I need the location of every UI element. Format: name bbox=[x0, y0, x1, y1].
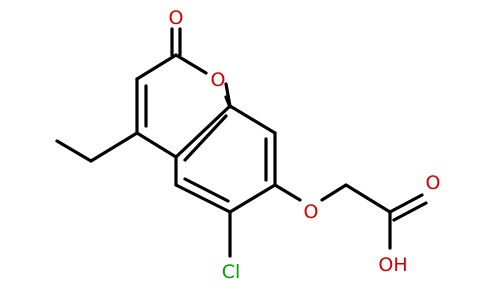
atom-carbonyl-oxygen: O bbox=[169, 7, 184, 29]
bond-c8a-c8 bbox=[228, 104, 277, 135]
bond-o1-c8a-main bbox=[224, 82, 232, 108]
bond-c2-c3 bbox=[135, 53, 178, 81]
atom-ring-oxygen: O bbox=[211, 69, 226, 91]
bond-ch2-cooh bbox=[344, 183, 392, 214]
atom-ether-oxygen: O bbox=[304, 201, 319, 223]
bond-c6-c5-outer bbox=[174, 183, 232, 214]
bond-acid-double-b bbox=[392, 201, 428, 222]
bond-c4-c4a bbox=[135, 131, 178, 159]
bond-ethyl-ch3 bbox=[55, 139, 93, 163]
bond-c2-o1 bbox=[174, 53, 208, 75]
bond-c4a-c8a bbox=[174, 104, 232, 159]
bond-c7-o-ether bbox=[273, 183, 302, 202]
atom-chlorine: Cl bbox=[222, 261, 241, 283]
bonds bbox=[55, 27, 428, 258]
bond-c6-c5-inner bbox=[183, 177, 230, 203]
atom-acid-carbonyl-oxygen: O bbox=[426, 172, 441, 194]
atom-hydroxyl: OH bbox=[378, 254, 407, 276]
bond-c4-ethyl-ch2 bbox=[89, 131, 139, 163]
bond-o-ether-ch2 bbox=[320, 183, 348, 202]
bond-c4a-c8a-inner bbox=[183, 114, 228, 162]
bond-acid-double-a bbox=[388, 193, 424, 214]
atom-labels: O O O O OH Cl bbox=[169, 7, 441, 283]
bond-c7-c6 bbox=[228, 183, 277, 214]
